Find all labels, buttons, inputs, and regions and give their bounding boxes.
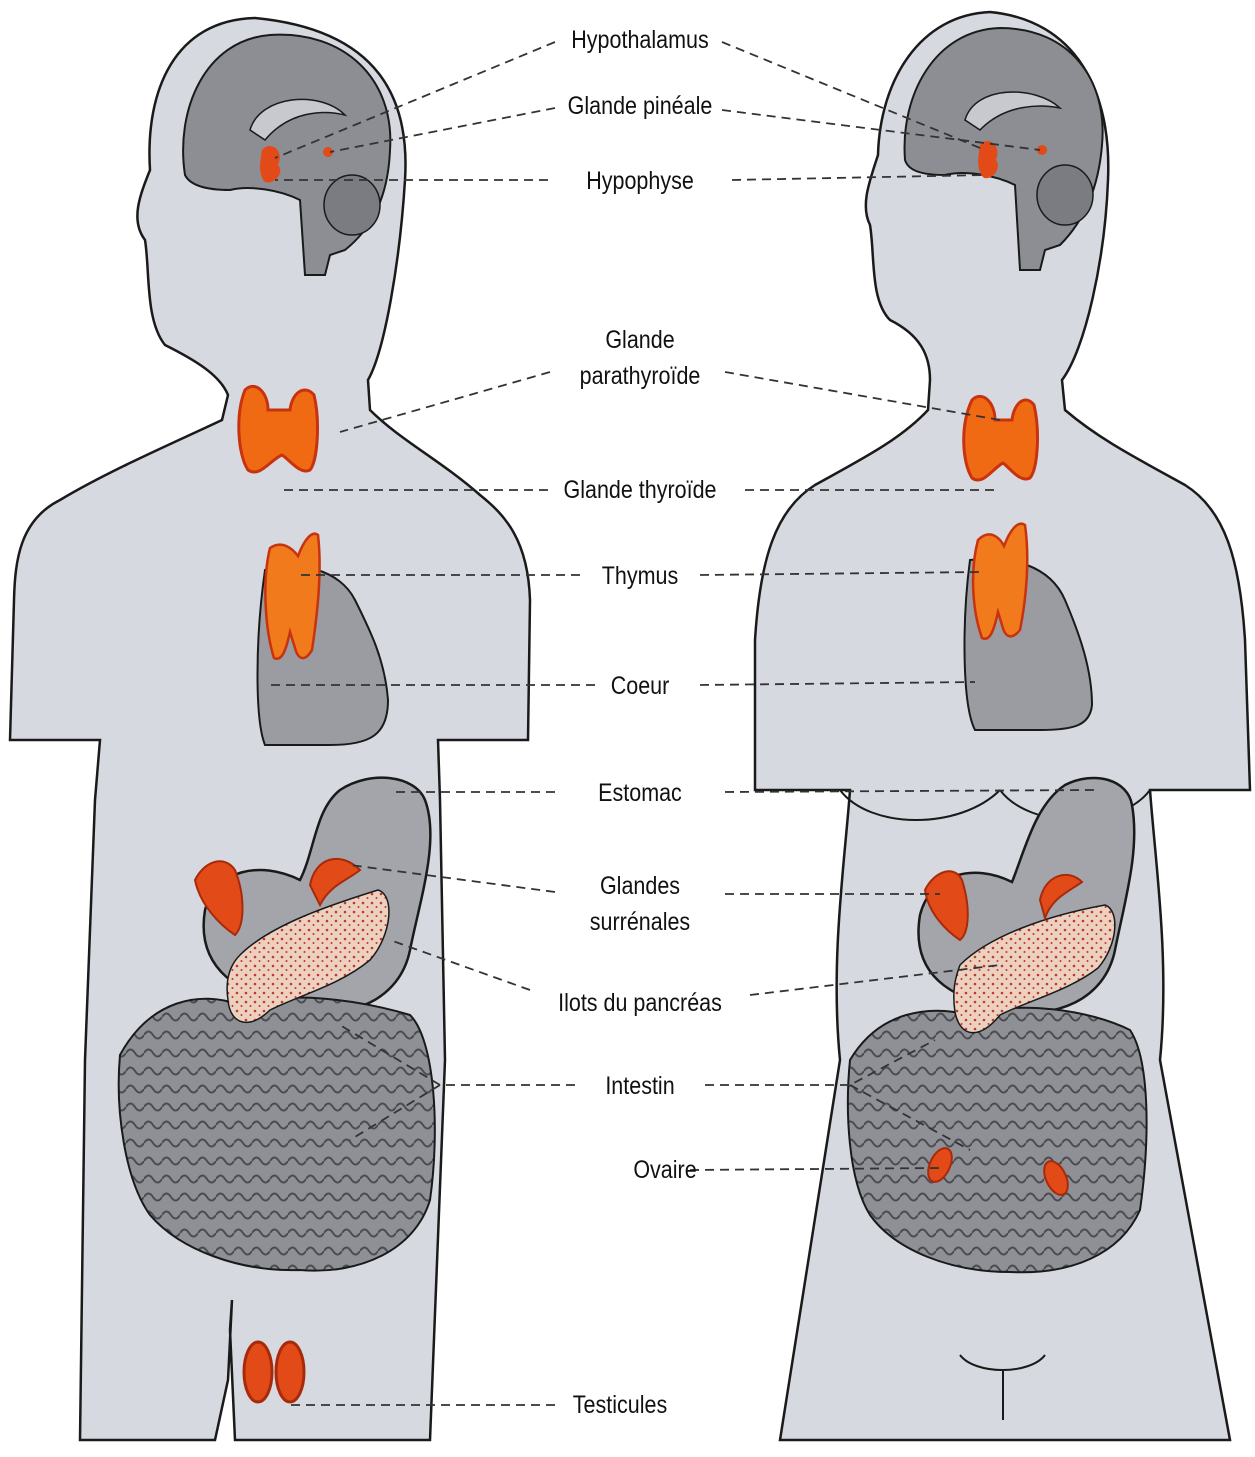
male-intestines [119, 998, 435, 1271]
male-hypophyse [260, 146, 280, 182]
female-intestines [848, 1008, 1147, 1273]
male-testicle-right [276, 1342, 304, 1402]
label-coeur: Coeur [554, 668, 726, 704]
label-surrenales-line2: surrénales [554, 904, 726, 940]
male-figure [10, 18, 530, 1440]
label-testicules: Testicules [534, 1387, 706, 1423]
label-glande-thyroide: Glande thyroïde [545, 472, 734, 508]
label-estomac: Estomac [554, 775, 726, 811]
male-cerebellum [324, 175, 380, 235]
label-parathyroide-line2: parathyroïde [554, 358, 726, 394]
label-hypothalamus: Hypothalamus [554, 22, 726, 58]
female-cerebellum [1037, 165, 1093, 225]
female-figure [755, 12, 1250, 1440]
female-thymus [973, 524, 1027, 639]
label-glande-pineale: Glande pinéale [554, 88, 726, 124]
male-testicle-left [244, 1342, 272, 1402]
label-parathyroide-line1: Glande [554, 322, 726, 358]
male-thymus [265, 534, 319, 659]
label-ilots-pancreas: Ilots du pancréas [545, 985, 734, 1021]
female-hypophyse [978, 141, 998, 178]
label-surrenales: Glandes surrénales [554, 868, 726, 940]
label-ovaire: Ovaire [579, 1152, 751, 1188]
label-surrenales-line1: Glandes [554, 868, 726, 904]
label-intestin: Intestin [554, 1068, 726, 1104]
label-parathyroide: Glande parathyroïde [554, 322, 726, 394]
label-hypophyse: Hypophyse [554, 163, 726, 199]
label-thymus: Thymus [554, 558, 726, 594]
